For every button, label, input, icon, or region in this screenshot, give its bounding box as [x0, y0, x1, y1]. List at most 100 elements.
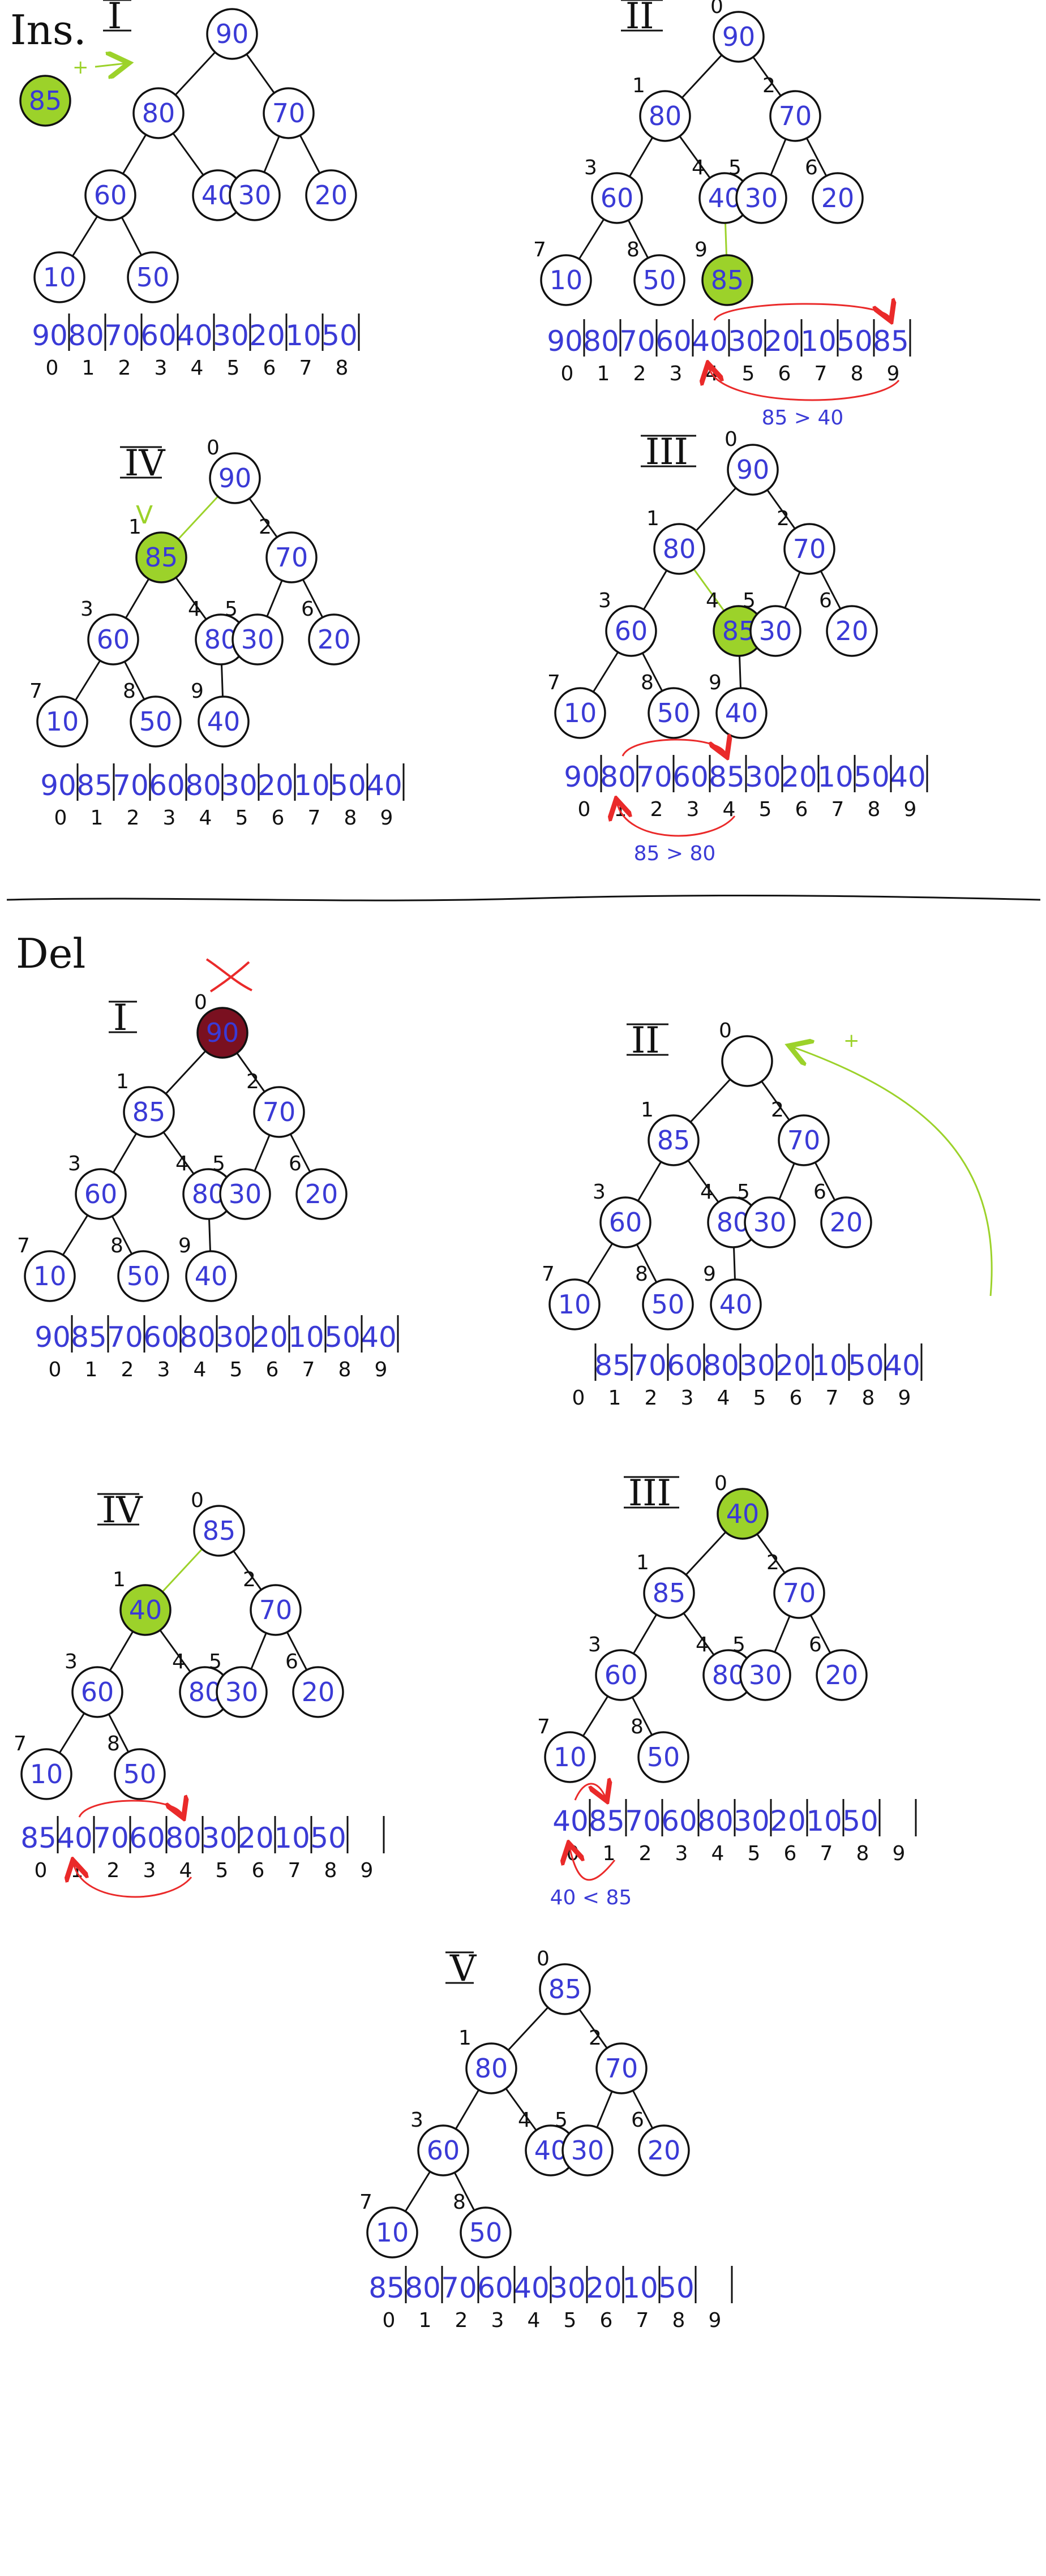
tree-edge: [172, 132, 204, 176]
heap-node-value: 80: [475, 2053, 508, 2084]
array-cell: 40: [366, 769, 402, 802]
heap-node: [715, 687, 768, 739]
remove-mark: [205, 958, 252, 993]
heap-index-label: 2: [246, 1070, 259, 1093]
heap-node-value: 60: [609, 1207, 642, 1238]
tree-edge: [453, 2172, 475, 2211]
array-index: 9: [887, 362, 900, 385]
heap-node-value: 10: [33, 1261, 67, 1291]
tree-edge: [632, 1614, 658, 1654]
heap-index-label: 5: [737, 1180, 750, 1204]
heap-index-label: 8: [110, 1234, 123, 1257]
heap-node: [216, 1666, 268, 1718]
tree-edge: [221, 664, 224, 697]
step-label: II: [625, 0, 654, 37]
comparison-note: 85 > 80: [634, 842, 716, 865]
heap-index-label: 6: [301, 598, 314, 621]
heap-index-label: 1: [116, 1070, 129, 1093]
heap-index-label: 1: [632, 74, 645, 97]
heap-node: [643, 1567, 695, 1619]
array-index: 4: [179, 1859, 192, 1882]
tree-edge: [122, 134, 147, 174]
array-index: 9: [898, 1386, 911, 1410]
array-cell: 50: [324, 1321, 361, 1354]
heap-node: [250, 1584, 302, 1636]
heap-node: [639, 90, 691, 142]
heap-index-label: 8: [631, 1715, 644, 1738]
array-cell: 40: [177, 319, 213, 352]
heap-node-value: 70: [605, 2053, 638, 2084]
heap-node-value: 50: [123, 1759, 157, 1789]
section-divider: [6, 894, 1041, 901]
heap-node: [185, 1250, 237, 1302]
heap-node: [826, 605, 878, 657]
array-cell: 70: [441, 2272, 477, 2304]
tree-edge: [761, 1080, 790, 1121]
tree-edge: [123, 661, 145, 700]
heap-node-value: 70: [779, 101, 812, 131]
tree-edge: [507, 2007, 549, 2051]
array-cell: 20: [586, 2272, 622, 2304]
heap-index-label: 2: [259, 516, 272, 539]
heap-node: [642, 1278, 694, 1330]
tree-edge: [586, 1243, 614, 1284]
array-cell: 80: [703, 1349, 739, 1382]
array-cell: 10: [800, 325, 837, 358]
heap-node: [229, 169, 281, 221]
array-cell: 85: [873, 325, 909, 358]
array-index: 6: [790, 1386, 803, 1410]
array-cell: 85: [709, 761, 745, 793]
heap-node-value: 85: [203, 1515, 236, 1546]
heap-node-value: 20: [821, 183, 855, 213]
heap-node: [206, 8, 258, 60]
heap-index-label: 9: [695, 238, 708, 261]
array-cell: 20: [781, 761, 817, 793]
heap-node: [778, 1114, 830, 1166]
array-cell: 50: [321, 319, 358, 352]
heap-node: [193, 1505, 245, 1557]
heap-index-label: 1: [641, 1098, 654, 1122]
heap-node-value: 60: [427, 2135, 460, 2166]
array-index: 6: [795, 798, 808, 821]
heap-node: [540, 254, 592, 306]
array-index: 0: [49, 1358, 62, 1381]
array-index: 5: [753, 1386, 766, 1410]
array-cell: 90: [35, 1321, 71, 1354]
array-cell: 70: [631, 1349, 667, 1382]
array-cell: 50: [837, 325, 873, 358]
tree-edge: [683, 1612, 715, 1656]
heap-node: [265, 531, 318, 583]
array-cell: 50: [330, 769, 366, 802]
heap-index-label: 6: [813, 1180, 826, 1204]
tree-edge: [112, 1133, 138, 1173]
heap-node: [20, 1748, 72, 1800]
new-node-value: 85: [29, 85, 62, 116]
heap-node: [465, 2042, 517, 2094]
array-index: 5: [227, 357, 240, 380]
heap-node: [648, 687, 700, 739]
heap-index-label: 0: [537, 1947, 550, 1970]
array-cell: 60: [667, 1349, 703, 1382]
tree-edge: [266, 580, 283, 617]
heap-node-value: 30: [749, 1660, 782, 1690]
svg-text:+: +: [72, 56, 89, 79]
array-index: 9: [380, 806, 393, 830]
array-cell: 70: [104, 319, 140, 352]
heap-index-label: 7: [537, 1715, 550, 1738]
heap-index-label: 0: [710, 0, 723, 18]
array-cell: 20: [770, 1805, 806, 1837]
tree-edge: [637, 1161, 662, 1201]
array-cell: 90: [564, 761, 600, 793]
array-cell: 60: [140, 319, 177, 352]
tree-edge: [774, 1616, 791, 1652]
heap-node-value: 40: [725, 698, 758, 728]
array-index: 5: [564, 2309, 577, 2332]
array-index: 3: [681, 1386, 694, 1410]
heap-node: [84, 169, 136, 221]
array-cell: 70: [625, 1805, 661, 1837]
heap-node: [114, 1748, 166, 1800]
heap-node: [308, 613, 360, 666]
heap-node-value: 30: [745, 183, 778, 213]
